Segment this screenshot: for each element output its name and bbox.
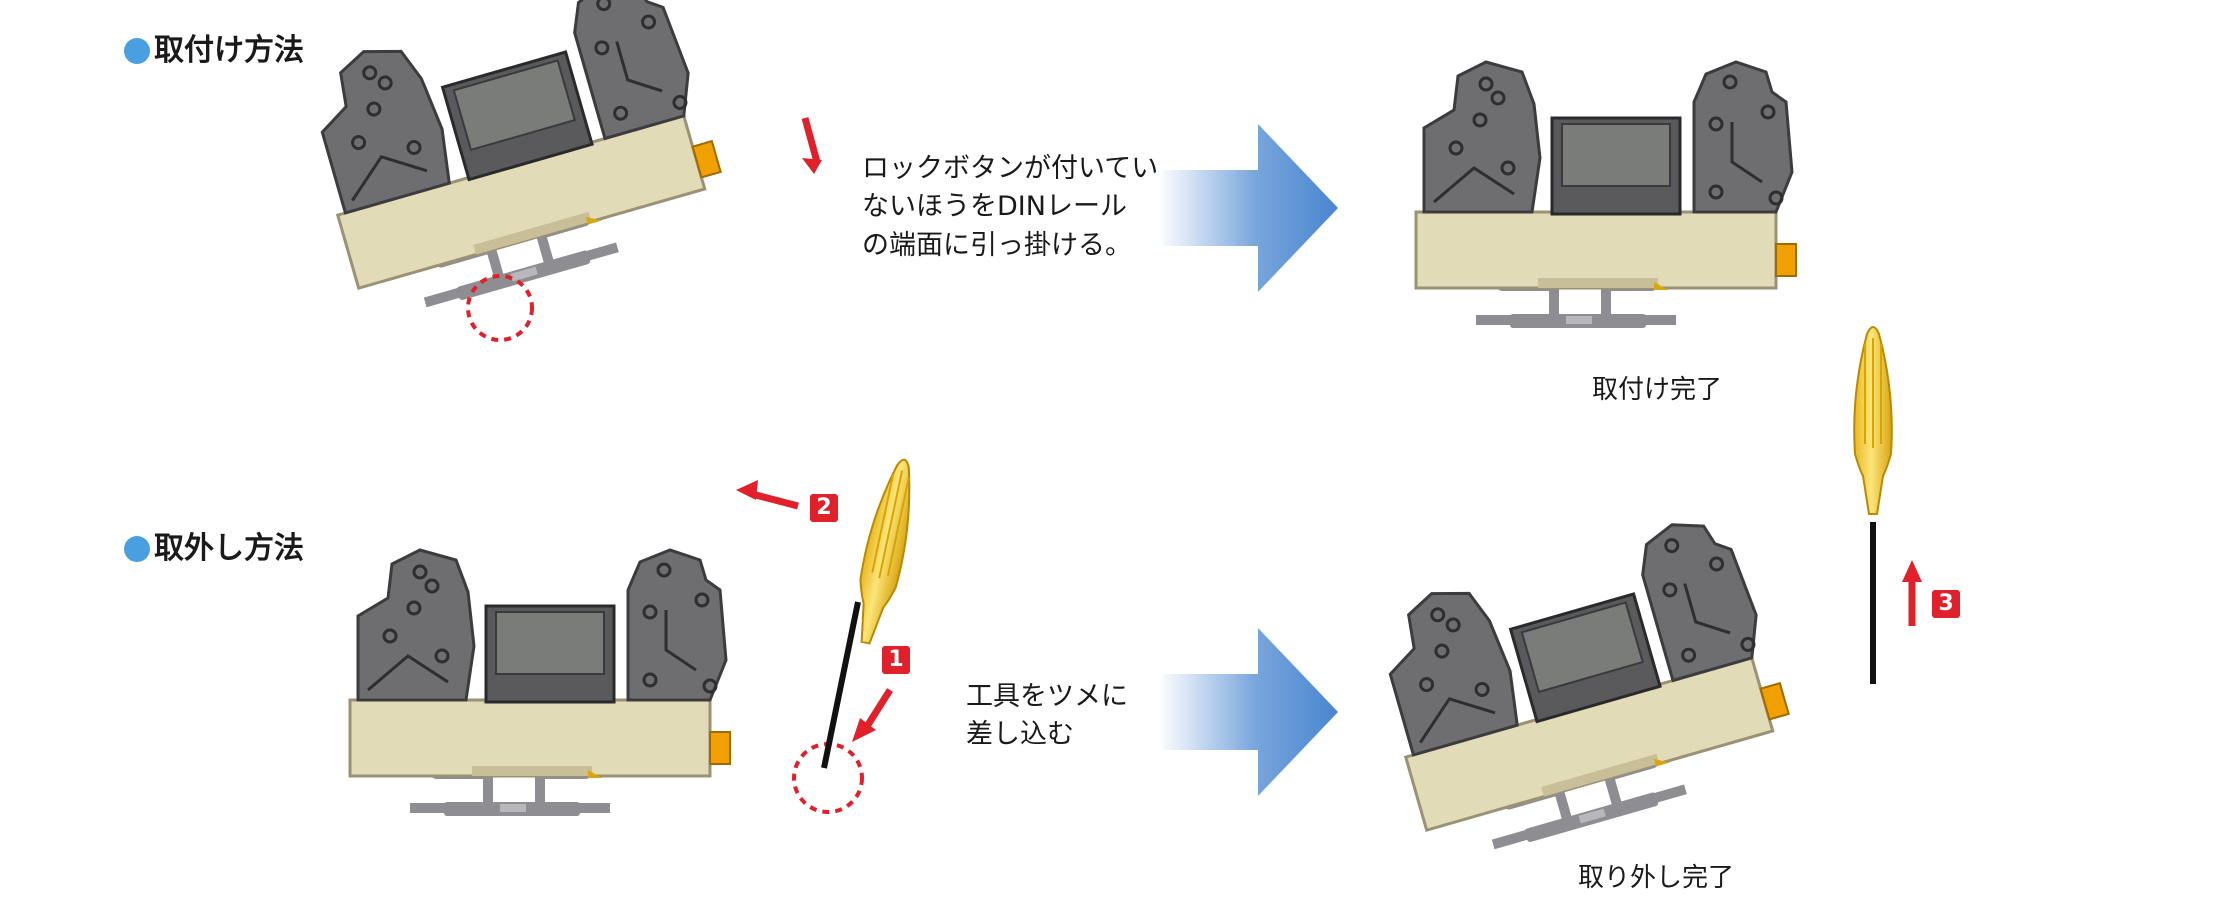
mounting-tilted-unit: [296, 0, 735, 327]
flow-arrow-2: [1158, 628, 1338, 796]
bullet-icon: [124, 38, 150, 65]
removal-flat-unit: [350, 550, 730, 816]
step-badge-2: 2: [810, 494, 838, 522]
mount-instruction: ロックボタンが付いてい ないほうをDINレール の端面に引っ掛ける。: [862, 153, 1159, 261]
step-badge-3: 3: [1932, 590, 1960, 618]
screwdriver-1: [846, 454, 924, 648]
remove-done-caption: 取り外し完了: [1578, 863, 1735, 893]
mounted-unit: [1416, 62, 1796, 328]
screwdriver-shaft-1: [821, 601, 861, 769]
mount-heading: 取付け方法: [124, 30, 304, 73]
screwdriver-2: [1853, 326, 1893, 515]
remove-heading: 取外し方法: [124, 528, 304, 571]
step-badge-1: 1: [882, 646, 910, 674]
flow-arrow-1: [1158, 124, 1338, 292]
press-arrow: [801, 117, 821, 163]
remove-instruction: 工具をツメに 差し込む: [966, 681, 1128, 751]
removed-tilted-unit: [1364, 508, 1803, 868]
bullet-icon: [124, 536, 150, 563]
hook-point-highlight: [466, 274, 534, 342]
mount-done-caption: 取付け完了: [1592, 375, 1723, 405]
